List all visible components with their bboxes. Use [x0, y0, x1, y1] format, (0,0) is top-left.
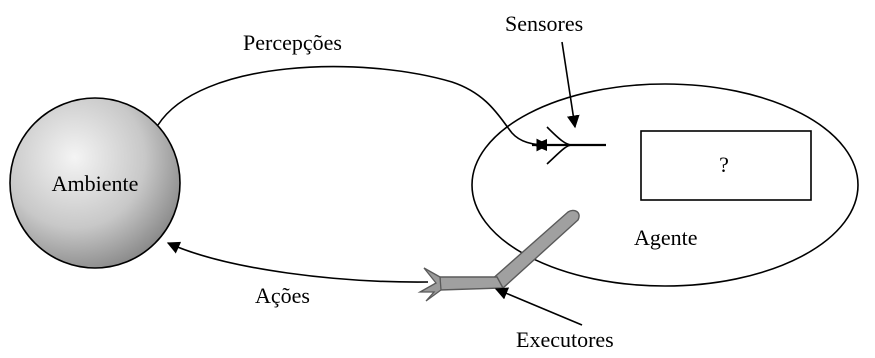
effectors-pointer-arrow [494, 287, 583, 326]
sensors-label: Sensores [505, 11, 583, 36]
sensors-pointer-arrow [561, 41, 580, 129]
perceptions-label: Percepções [243, 30, 342, 55]
environment-circle [9, 97, 181, 269]
perceptions-arrow [157, 65, 550, 152]
environment-label: Ambiente [52, 171, 139, 196]
agent-program-question-mark: ? [719, 152, 729, 177]
sensor-icon [532, 126, 606, 165]
actions-arrow [166, 241, 429, 283]
effector-icon [417, 209, 580, 302]
effectors-label: Executores [516, 327, 614, 352]
agent-label: Agente [634, 225, 698, 250]
agent-program-box [640, 130, 812, 201]
actions-label: Ações [255, 283, 310, 308]
